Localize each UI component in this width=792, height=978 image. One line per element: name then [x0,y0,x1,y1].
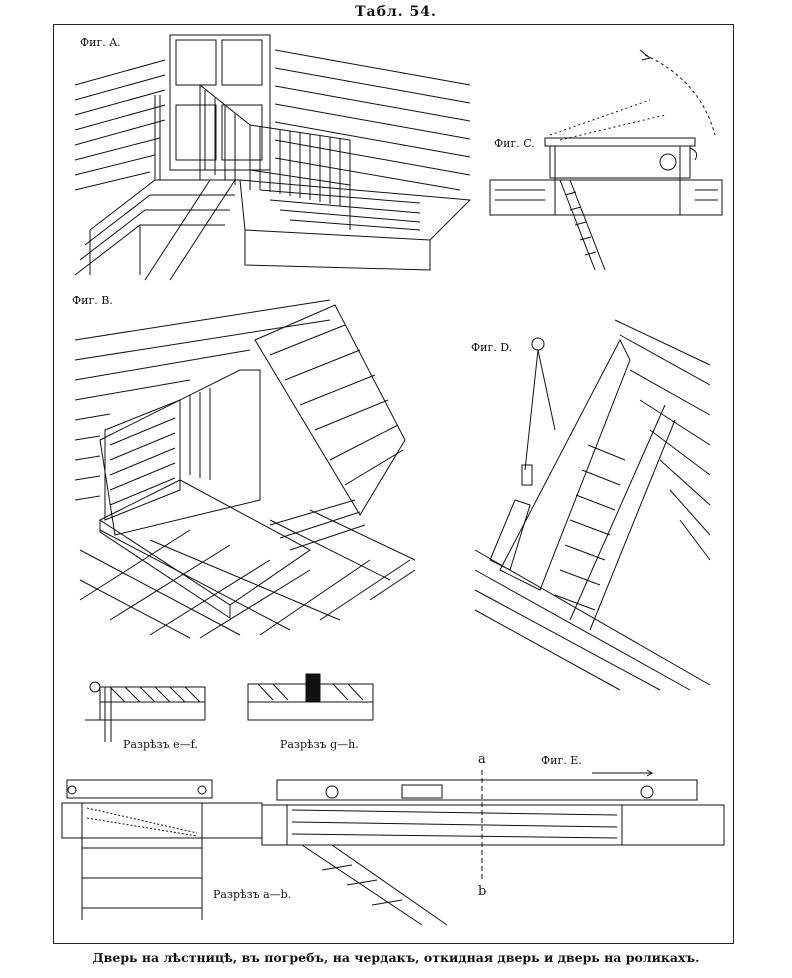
section-mark-b: b [478,884,487,899]
section-gh-label: Разрѣзъ g—h. [280,738,359,751]
section-ef-label: Разрѣзъ e—f. [123,738,198,751]
figure-c-drawing [490,40,722,275]
figure-a-drawing [70,30,475,285]
plate-frame [53,24,734,944]
section-ef-drawing [85,682,210,742]
section-gh-drawing [248,672,373,722]
figure-e-drawing [262,770,724,925]
figure-b-label: Фиг. B. [72,294,113,307]
plate-title: Табл. 54. [355,4,437,20]
plate-caption: Дверь на лѣстницѣ, въ погребъ, на чердак… [92,950,700,965]
figure-d-label: Фиг. D. [471,341,513,354]
figure-e-label: Фиг. E. [541,754,582,767]
figure-d-drawing [470,320,715,690]
section-ab-label: Разрѣзъ a—b. [213,888,292,901]
figure-b-drawing [70,300,420,640]
section-mark-a: a [478,752,486,767]
figure-c-label: Фиг. C. [494,137,535,150]
figure-a-label: Фиг. A. [80,36,121,49]
